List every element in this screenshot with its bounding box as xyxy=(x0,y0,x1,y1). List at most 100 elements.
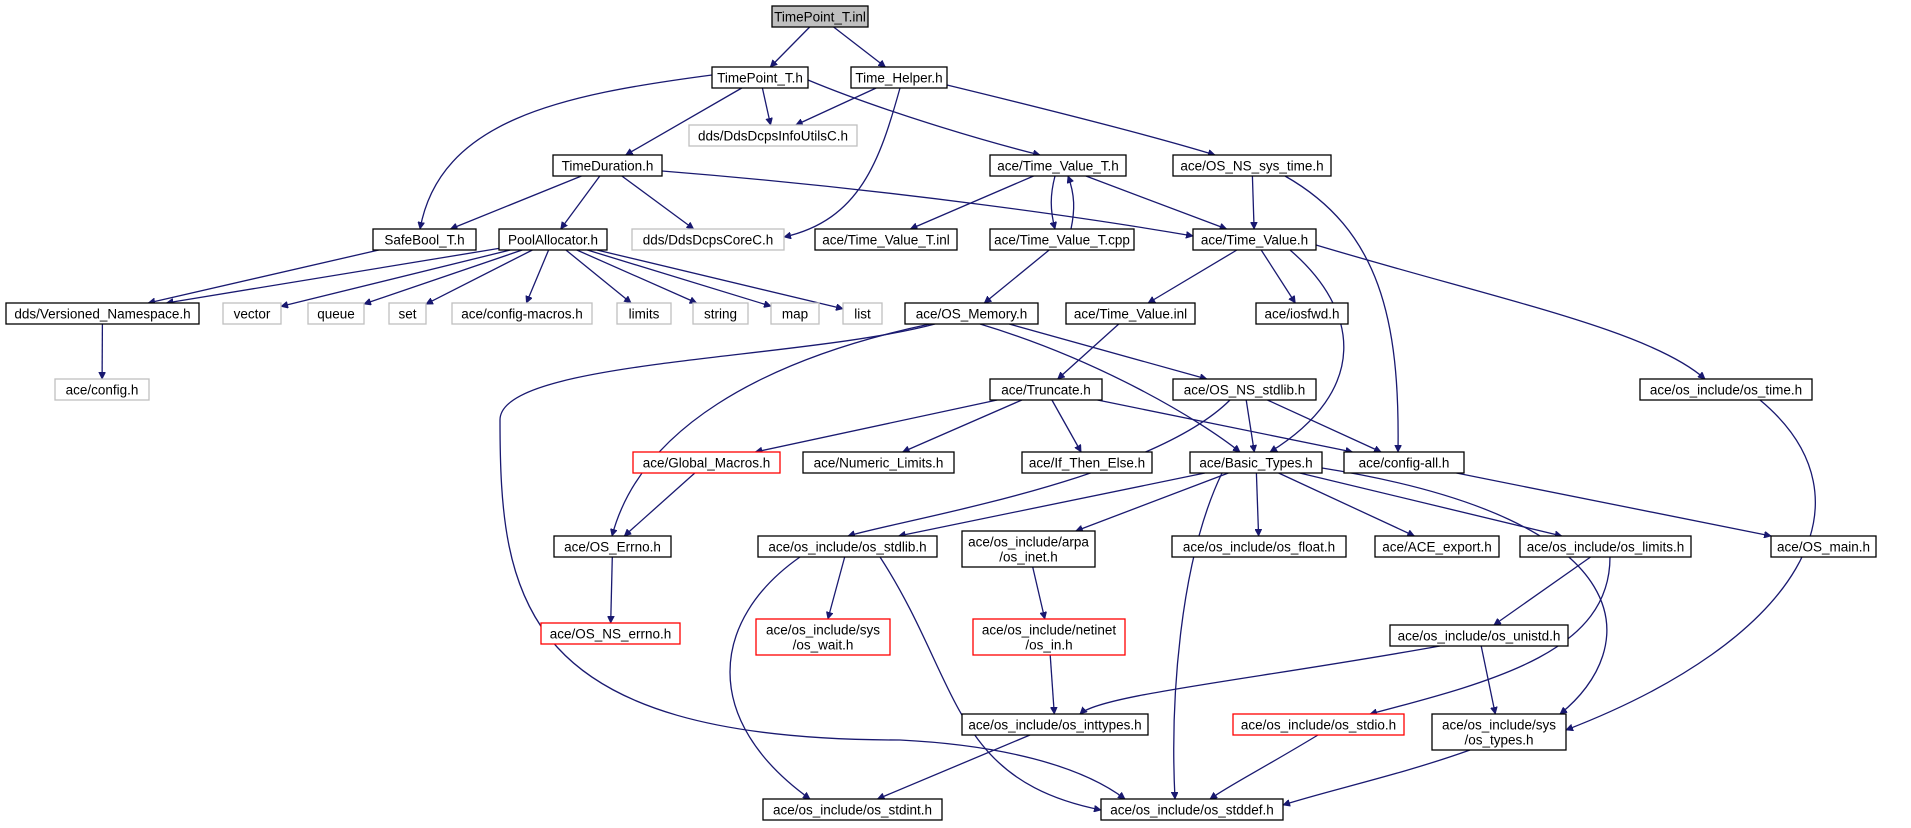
node-vns[interactable]: dds/Versioned_Namespace.h xyxy=(5,302,200,325)
node-box[interactable] xyxy=(498,228,608,251)
node-box[interactable] xyxy=(553,535,672,558)
node-inttypes[interactable]: ace/os_include/os_inttypes.h xyxy=(961,713,1149,736)
node-box[interactable] xyxy=(54,378,150,401)
node-box[interactable] xyxy=(1255,302,1349,325)
node-iosfwd[interactable]: ace/iosfwd.h xyxy=(1255,302,1349,325)
node-netinet[interactable]: ace/os_include/netinet/os_in.h xyxy=(972,618,1126,656)
node-osstdio[interactable]: ace/os_include/os_stdio.h xyxy=(1232,713,1405,736)
node-box[interactable] xyxy=(1639,378,1813,401)
node-errno[interactable]: ace/OS_Errno.h xyxy=(553,535,672,558)
node-box[interactable] xyxy=(755,618,891,656)
node-unistd[interactable]: ace/os_include/os_unistd.h xyxy=(1389,624,1569,647)
node-box[interactable] xyxy=(1770,535,1877,558)
node-box[interactable] xyxy=(989,228,1135,251)
node-set[interactable]: set xyxy=(388,302,427,325)
node-box[interactable] xyxy=(451,302,593,325)
node-box[interactable] xyxy=(388,302,427,325)
node-box[interactable] xyxy=(904,302,1039,325)
node-box[interactable] xyxy=(1389,624,1569,647)
node-queue[interactable]: queue xyxy=(307,302,365,325)
node-box[interactable] xyxy=(972,618,1126,656)
node-box[interactable] xyxy=(711,66,809,89)
node-box[interactable] xyxy=(631,228,785,251)
node-cfgmacros[interactable]: ace/config-macros.h xyxy=(451,302,593,325)
node-map[interactable]: map xyxy=(770,302,820,325)
node-corec[interactable]: dds/DdsDcpsCoreC.h xyxy=(631,228,785,251)
node-tv_inl[interactable]: ace/Time_Value.inl xyxy=(1065,302,1196,325)
node-box[interactable] xyxy=(1021,451,1153,474)
node-box[interactable] xyxy=(842,302,883,325)
node-ifte[interactable]: ace/If_Then_Else.h xyxy=(1021,451,1153,474)
node-box[interactable] xyxy=(989,154,1127,177)
node-osmem[interactable]: ace/OS_Memory.h xyxy=(904,302,1039,325)
node-box[interactable] xyxy=(307,302,365,325)
node-box[interactable] xyxy=(850,66,948,89)
node-box[interactable] xyxy=(616,302,672,325)
node-pool[interactable]: PoolAllocator.h xyxy=(498,228,608,251)
node-box[interactable] xyxy=(989,378,1103,401)
node-box[interactable] xyxy=(632,451,781,474)
node-th_h[interactable]: Time_Helper.h xyxy=(850,66,948,89)
node-trunc[interactable]: ace/Truncate.h xyxy=(989,378,1103,401)
node-oslimits[interactable]: ace/os_include/os_limits.h xyxy=(1519,535,1692,558)
node-tvt_h[interactable]: ace/Time_Value_T.h xyxy=(989,154,1127,177)
node-nsstdlib[interactable]: ace/OS_NS_stdlib.h xyxy=(1172,378,1317,401)
node-box[interactable] xyxy=(814,228,958,251)
node-tp_inl[interactable]: TimePoint_T.inl xyxy=(771,5,869,28)
node-ostypes[interactable]: ace/os_include/sys/os_types.h xyxy=(1431,713,1567,751)
node-tv_h[interactable]: ace/Time_Value.h xyxy=(1192,228,1317,251)
node-box[interactable] xyxy=(961,713,1149,736)
node-box[interactable] xyxy=(552,154,663,177)
node-limits[interactable]: limits xyxy=(616,302,672,325)
node-aceexp[interactable]: ace/ACE_export.h xyxy=(1374,535,1500,558)
node-box[interactable] xyxy=(771,5,869,28)
node-nserrno[interactable]: ace/OS_NS_errno.h xyxy=(540,622,681,645)
node-basic[interactable]: ace/Basic_Types.h xyxy=(1189,451,1323,474)
node-vector[interactable]: vector xyxy=(222,302,282,325)
node-stddef[interactable]: ace/os_include/os_stddef.h xyxy=(1100,798,1284,821)
node-list[interactable]: list xyxy=(842,302,883,325)
node-box[interactable] xyxy=(757,535,938,558)
node-config[interactable]: ace/config.h xyxy=(54,378,150,401)
node-tdur[interactable]: TimeDuration.h xyxy=(552,154,663,177)
node-box[interactable] xyxy=(688,124,858,147)
node-box[interactable] xyxy=(1172,154,1332,177)
node-tvt_inl[interactable]: ace/Time_Value_T.inl xyxy=(814,228,958,251)
node-box[interactable] xyxy=(1100,798,1284,821)
node-box[interactable] xyxy=(762,798,943,821)
node-nssys[interactable]: ace/OS_NS_sys_time.h xyxy=(1172,154,1332,177)
node-box[interactable] xyxy=(1374,535,1500,558)
node-box[interactable] xyxy=(1065,302,1196,325)
node-tp_h[interactable]: TimePoint_T.h xyxy=(711,66,809,89)
node-oswait[interactable]: ace/os_include/sys/os_wait.h xyxy=(755,618,891,656)
node-safebool[interactable]: SafeBool_T.h xyxy=(372,228,477,251)
node-box[interactable] xyxy=(1172,378,1317,401)
node-box[interactable] xyxy=(1431,713,1567,751)
node-box[interactable] xyxy=(802,451,955,474)
node-box[interactable] xyxy=(1519,535,1692,558)
node-box[interactable] xyxy=(1171,535,1347,558)
node-box[interactable] xyxy=(372,228,477,251)
node-osfloat[interactable]: ace/os_include/os_float.h xyxy=(1171,535,1347,558)
node-string[interactable]: string xyxy=(692,302,749,325)
node-osmain[interactable]: ace/OS_main.h xyxy=(1770,535,1877,558)
node-glob[interactable]: ace/Global_Macros.h xyxy=(632,451,781,474)
node-box[interactable] xyxy=(770,302,820,325)
node-infoutils[interactable]: dds/DdsDcpsInfoUtilsC.h xyxy=(688,124,858,147)
node-box[interactable] xyxy=(1189,451,1323,474)
node-box[interactable] xyxy=(5,302,200,325)
node-osstdlib[interactable]: ace/os_include/os_stdlib.h xyxy=(757,535,938,558)
node-box[interactable] xyxy=(692,302,749,325)
node-box[interactable] xyxy=(1232,713,1405,736)
node-numlim[interactable]: ace/Numeric_Limits.h xyxy=(802,451,955,474)
node-box[interactable] xyxy=(1343,451,1465,474)
node-arpa[interactable]: ace/os_include/arpa/os_inet.h xyxy=(961,530,1096,568)
node-box[interactable] xyxy=(222,302,282,325)
node-ostime[interactable]: ace/os_include/os_time.h xyxy=(1639,378,1813,401)
node-stdint[interactable]: ace/os_include/os_stdint.h xyxy=(762,798,943,821)
node-box[interactable] xyxy=(540,622,681,645)
node-cfgall[interactable]: ace/config-all.h xyxy=(1343,451,1465,474)
node-box[interactable] xyxy=(1192,228,1317,251)
node-box[interactable] xyxy=(961,530,1096,568)
node-tvt_cpp[interactable]: ace/Time_Value_T.cpp xyxy=(989,228,1135,251)
